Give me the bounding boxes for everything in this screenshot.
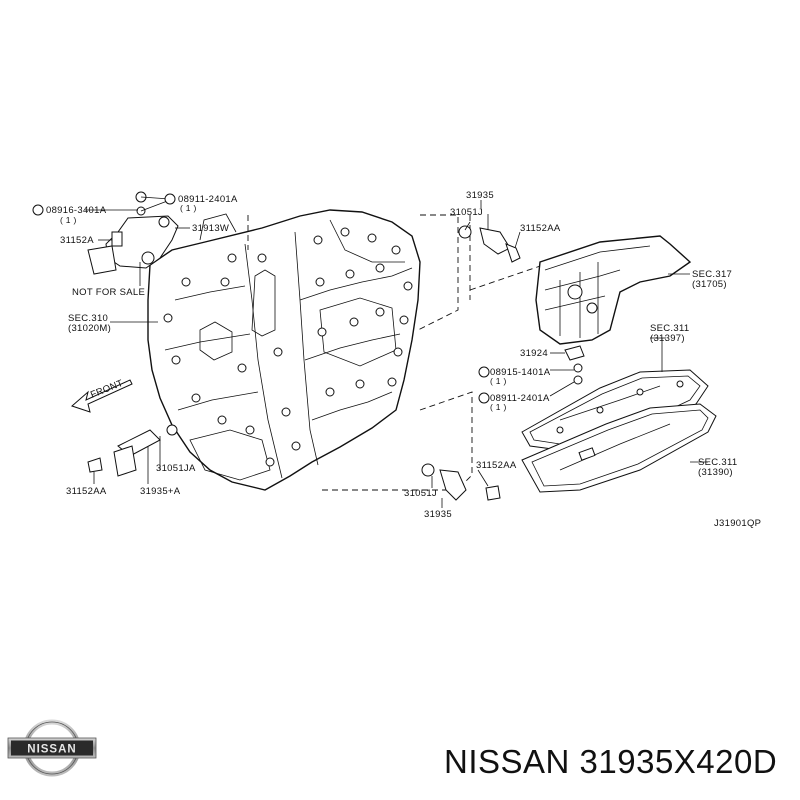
label-08911-bottom-qty: ( 1 ): [490, 402, 507, 412]
part-number-caption: NISSAN 31935X420D: [444, 743, 778, 780]
upper-left-sensor-group: [85, 191, 190, 286]
callout-markers: [32, 193, 490, 404]
label-08916-3401a: 08916-3401A: [46, 205, 107, 216]
valve-body-hardware: [549, 345, 585, 397]
transmission-case: [147, 209, 421, 491]
label-08911-top-qty: ( 1 ): [180, 203, 197, 213]
control-valve-body: [535, 235, 692, 345]
label-31020m: (31020M): [68, 323, 111, 334]
front-direction-arrow: [71, 379, 133, 413]
label-31924: 31924: [520, 348, 548, 359]
label-08911-2401a-top: 08911-2401A: [178, 194, 238, 205]
label-31051j-bottom: 31051J: [404, 488, 437, 499]
label-sec311-upper: SEC.311: [650, 323, 689, 334]
part-labels: 31935 31051J 31152AA SEC.317 (31705) 089…: [46, 190, 761, 529]
label-31152aa-top: 31152AA: [520, 223, 561, 234]
label-front: FRONT: [89, 378, 125, 401]
diagram-code: J31901QP: [714, 518, 761, 529]
label-31935a: 31935+A: [140, 486, 181, 497]
label-08916-qty: ( 1 ): [60, 215, 77, 225]
label-31390: (31390): [698, 467, 733, 478]
label-31051j-top: 31051J: [450, 207, 483, 218]
label-31051ja: 31051JA: [156, 463, 196, 474]
label-31935-bottom: 31935: [424, 509, 452, 520]
label-08915-1401a: 08915-1401A: [490, 367, 551, 378]
label-31152aa-bottom: 31152AA: [476, 460, 517, 471]
lower-left-sensor: [87, 424, 178, 484]
oil-pan: [521, 403, 717, 493]
label-31705: (31705): [692, 279, 727, 290]
lower-center-sensor: [421, 463, 501, 508]
label-31152a: 31152A: [60, 235, 94, 246]
oil-pan-gasket: [521, 338, 709, 451]
nissan-logo-text: NISSAN: [27, 744, 76, 756]
label-31913w: 31913W: [192, 223, 229, 234]
upper-center-sensor: [458, 200, 521, 263]
label-31935-top: 31935: [466, 190, 494, 201]
label-08911-2401a-bottom: 08911-2401A: [490, 393, 550, 404]
label-08915-qty: ( 1 ): [490, 376, 507, 386]
label-not-for-sale: NOT FOR SALE: [72, 287, 145, 298]
nissan-logo: NISSAN: [7, 719, 97, 777]
label-31397: (31397): [650, 333, 685, 344]
label-sec310: SEC.310: [68, 313, 108, 324]
label-sec311-lower: SEC.311: [698, 457, 737, 468]
label-sec317: SEC.317: [692, 269, 732, 280]
label-31152aa-left: 31152AA: [66, 486, 107, 497]
leader-lines: [110, 321, 666, 339]
